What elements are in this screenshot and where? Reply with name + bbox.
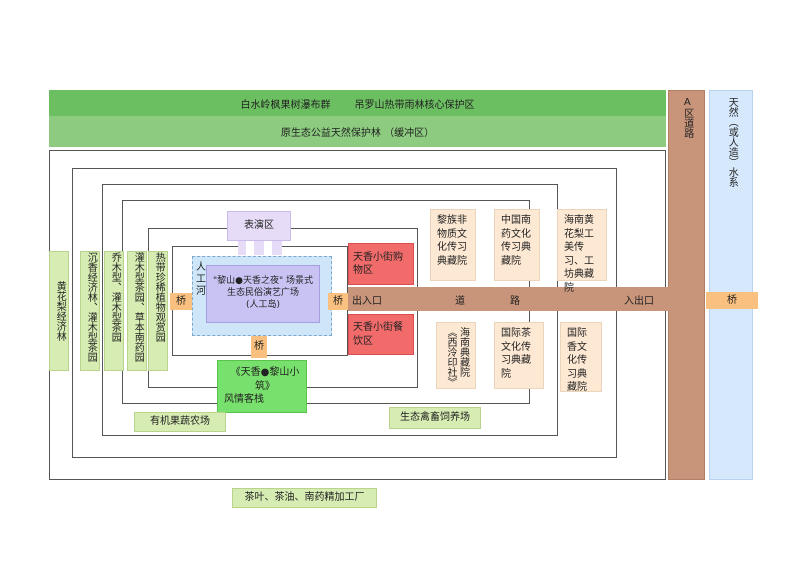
li-intangible-heritage-museum: 黎族非物质文化传习典藏院 [430,209,476,281]
hainan-huali-label: 海南黄花梨工美传习、工坊典藏院 [564,215,594,294]
buffer-zone-label: 原生态公益天然保护林 （缓冲区） [280,128,435,139]
water-bridge-label: 桥 [727,294,737,306]
folk-performance-plaza: "黎山●天香之夜" 场景式 生态民俗演艺广场 (人工岛) [206,265,320,323]
road-lu-label: 路 [510,296,520,307]
zone-frame-2 [72,168,617,458]
processing-factory-label: 茶叶、茶油、南药精加工厂 [244,492,365,504]
chenxiang-forest-column: 沉香经济林、灌木型茶园 [80,251,100,371]
tropical-plant-column: 热带珍稀植物观赏园 [148,251,168,371]
inn-title-line2: 风情客栈 [224,394,264,406]
dining-street-label: 天香小街餐饮区 [353,322,403,347]
hainan-classics-label: 海南典藏院《西泠印社》 [445,327,469,387]
water-system-strip: 天然（或人造）水系 [709,90,753,480]
shopping-street-area: 天香小街购物区 [348,243,414,285]
hainan-huali-museum: 海南黄花梨工美传习、工坊典藏院 [557,209,607,294]
bottom-bridge-label: 桥 [254,341,264,353]
huanghuali-forest-column: 黄花梨经济林 [49,251,69,371]
intl-tea-museum: 国际茶文化传习典藏院 [494,322,544,389]
plaza-title-line2: 生态民俗演艺广场 [226,288,299,299]
chinese-medicine-museum: 中国南药文化传习典藏院 [494,209,540,281]
core-reserve-label: 吊罗山热带雨林核心保护区 [354,99,475,111]
left-bridge: 桥 [170,293,192,310]
qiaomu-tea-label: 乔木型、灌木型茶园 [109,252,121,342]
water-bridge: 桥 [706,292,758,309]
inn-title-line1: 《天香●黎山小筑》 [230,367,300,392]
tropical-plant-label: 热带珍稀植物观赏园 [153,252,165,342]
left-bridge-label: 桥 [176,295,186,307]
performance-area: 表演区 [227,211,291,241]
intl-incense-museum: 国际香文化传习典藏院 [560,322,602,393]
poultry-farm-label: 生态禽畜饲养场 [400,412,470,424]
right-bridge-label: 桥 [333,295,343,307]
dining-street-area: 天香小街餐饮区 [348,314,414,355]
guanmu-tea-label: 灌木型茶园、草本南药园 [132,252,144,362]
performance-area-label: 表演区 [244,220,274,232]
plaza-title-line1: "黎山●天香之夜" 场景式 [213,276,313,287]
folk-inn: 《天香●黎山小筑》 风情客栈 [217,360,307,413]
chenxiang-forest-label: 沉香经济林、灌木型茶园 [85,252,97,362]
processing-factory: 茶叶、茶油、南药精加工厂 [232,488,377,508]
road-exit-label: 出入口 [352,296,382,307]
huanghuali-forest-label: 黄花梨经济林 [54,281,66,341]
li-intangible-heritage-label: 黎族非物质文化传习典藏院 [437,215,467,267]
guanmu-tea-column: 灌木型茶园、草本南药园 [127,251,147,371]
plaza-title-line3: (人工岛) [245,299,281,310]
intl-incense-label: 国际香文化传习典藏院 [567,328,587,393]
performance-stage-columns [238,241,282,255]
road-entrance-label: 入出口 [624,296,654,307]
road-dao-label: 道 [455,296,465,307]
water-system-label: 天然（或人造）水系 [726,97,738,187]
shopping-street-label: 天香小街购物区 [353,251,403,277]
core-reserve-band: 白水岭枫果树瀑布群 吊罗山热带雨林核心保护区 [49,90,666,116]
intl-tea-label: 国际茶文化传习典藏院 [501,328,531,380]
waterfall-label: 白水岭枫果树瀑布群 [240,99,331,111]
organic-farm: 有机果蔬农场 [134,412,226,432]
main-road-band [348,287,670,311]
hainan-classics-museum: 海南典藏院《西泠印社》 [436,322,476,389]
bottom-bridge: 桥 [251,336,267,358]
artificial-river-label: 人工河 [196,262,206,297]
qiaomu-tea-column: 乔木型、灌木型茶园 [104,251,124,371]
right-bridge: 桥 [328,293,348,310]
poultry-farm: 生态禽畜饲养场 [389,407,481,429]
zone-a-road-strip: A区道路 [668,90,705,480]
zone-a-road-label: A区道路 [681,97,693,138]
buffer-zone-band: 原生态公益天然保护林 （缓冲区） [49,116,666,147]
organic-farm-label: 有机果蔬农场 [150,416,210,428]
chinese-medicine-label: 中国南药文化传习典藏院 [501,215,531,267]
